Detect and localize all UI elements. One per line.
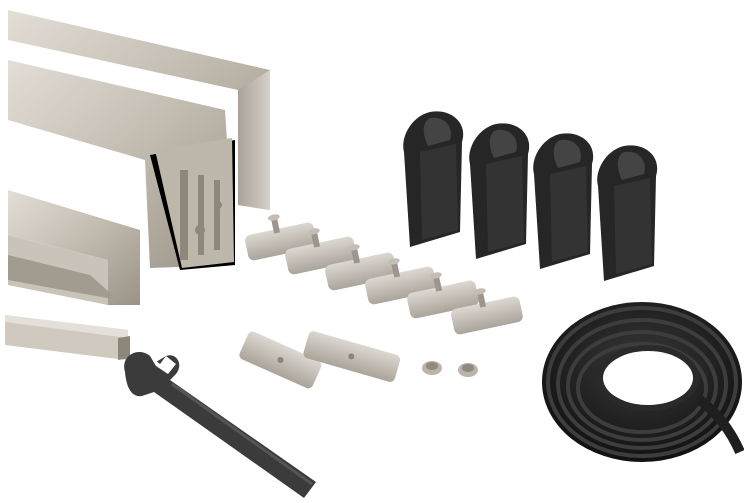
clamp-plate-with-bolt bbox=[451, 288, 523, 335]
black-clip bbox=[533, 133, 594, 269]
wrench bbox=[124, 351, 316, 498]
flat-plate-group bbox=[239, 331, 401, 389]
flat-plate bbox=[239, 331, 322, 389]
black-clip bbox=[597, 145, 658, 281]
end-strip bbox=[5, 315, 130, 360]
black-clip bbox=[403, 111, 464, 247]
rubber-gasket-coil bbox=[542, 302, 744, 462]
black-clip bbox=[469, 123, 530, 259]
set-screw bbox=[458, 363, 478, 377]
clamp-plate-group bbox=[245, 214, 523, 335]
set-screw-group bbox=[422, 361, 478, 377]
set-screw bbox=[422, 361, 442, 375]
black-clip-group bbox=[403, 111, 658, 281]
aluminum-channel-profile bbox=[8, 10, 270, 305]
flat-plate bbox=[303, 331, 401, 382]
